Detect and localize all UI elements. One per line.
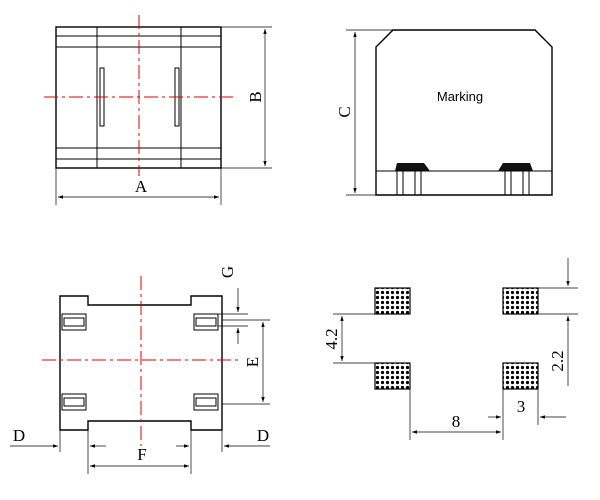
dim-label-4-2: 4.2 [322,328,341,349]
dim-label-8: 8 [452,412,461,431]
dim-label-3: 3 [517,397,526,416]
marking-label: Marking [437,89,483,104]
dim-label-C: C [335,106,354,117]
dim-label-E: E [243,357,262,367]
dim-label-G: G [218,266,237,278]
dim-label-D-left: D [13,426,25,445]
dim-label-D-right: D [257,426,269,445]
dim-label-B: B [246,91,265,102]
bottom-view: G E D D F [10,266,270,474]
dim-label-2-2: 2.2 [548,350,567,371]
dim-label-F: F [137,445,146,464]
side-view: Marking C [335,29,553,196]
dim-label-A: A [135,177,148,196]
top-view: B A [44,15,272,205]
land-pattern: 4.2 2.2 8 3 [322,258,578,440]
